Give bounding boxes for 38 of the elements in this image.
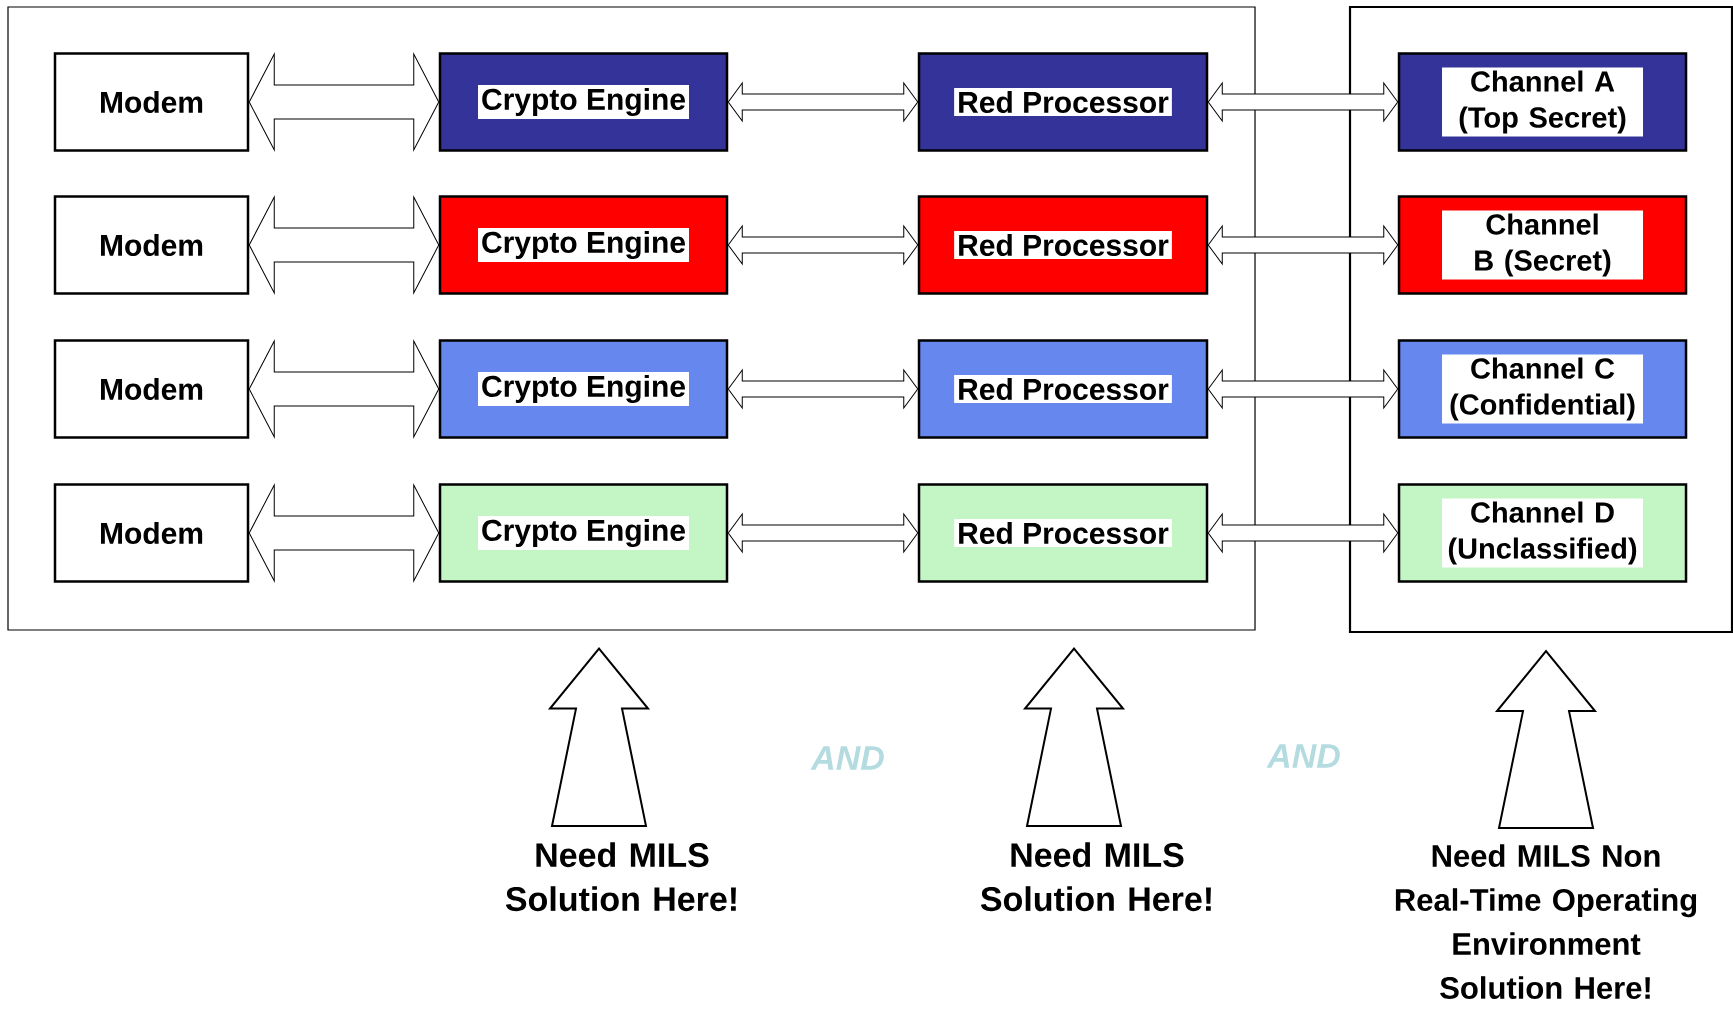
block-arrow — [1494, 649, 1598, 829]
process-box: Crypto Engine — [438, 52, 729, 152]
double-arrow — [727, 369, 919, 409]
double-arrow — [727, 82, 919, 122]
process-box: Channel B (Secret) — [1397, 195, 1688, 295]
process-box: Crypto Engine — [438, 339, 729, 439]
process-box: Crypto Engine — [438, 483, 729, 583]
process-box: Crypto Engine — [438, 195, 729, 295]
double-arrow — [1207, 513, 1399, 553]
block-arrow — [547, 647, 651, 827]
process-box: Channel A (Top Secret) — [1397, 52, 1688, 152]
double-arrow — [1207, 82, 1399, 122]
process-box: Red Processor — [917, 195, 1209, 295]
process-box: Modem — [53, 483, 250, 583]
and-text: AND — [1266, 744, 1340, 768]
double-arrow — [248, 484, 440, 582]
double-arrow — [248, 340, 440, 438]
process-box: Channel D (Unclassified) — [1397, 483, 1688, 583]
double-arrow — [1207, 369, 1399, 409]
double-arrow — [248, 196, 440, 294]
note-text: Need MILS Solution Here! — [505, 842, 736, 912]
double-arrow — [727, 513, 919, 553]
double-arrow — [1207, 225, 1399, 265]
process-box: Red Processor — [917, 339, 1209, 439]
process-box: Modem — [53, 195, 250, 295]
block-arrow — [1022, 647, 1126, 827]
process-box: Modem — [53, 52, 250, 152]
process-box: Modem — [53, 339, 250, 439]
note-text: Need MILS Non Real-Time Operating Environment Solution Here! — [1395, 844, 1697, 999]
note-text: Need MILS Solution Here! — [980, 842, 1211, 912]
and-text: AND — [810, 746, 884, 770]
process-box: Channel C (Confidential) — [1397, 339, 1688, 439]
double-arrow — [248, 53, 440, 151]
process-box: Red Processor — [917, 483, 1209, 583]
group-frame — [1348, 5, 1733, 634]
double-arrow — [727, 225, 919, 265]
process-box: Red Processor — [917, 52, 1209, 152]
group-frame — [7, 6, 1256, 631]
